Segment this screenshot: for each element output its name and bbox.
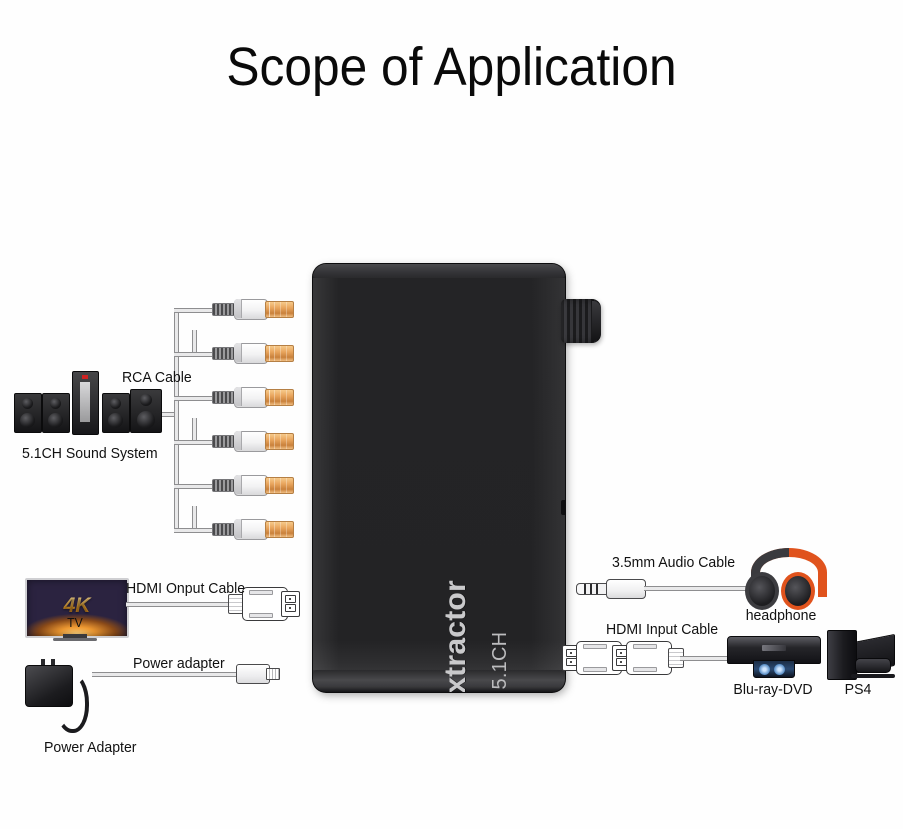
- hdmi-input-connector-second: [612, 640, 684, 675]
- device-left-sheen: [313, 278, 339, 670]
- rca-jog-wire: [192, 330, 197, 352]
- sound-system-label: 5.1CH Sound System: [22, 445, 158, 462]
- satellite-speaker: [14, 393, 42, 433]
- rca-cable-tree: [142, 295, 325, 545]
- ps4-controller: [855, 658, 891, 673]
- page-title: Scope of Application: [226, 37, 677, 97]
- power-adapter-brick: [25, 659, 97, 733]
- hdmi-audio-extractor-device: HDMI Audio Extractor Support 4K 3D 5.1CH: [313, 264, 565, 692]
- ps4-label: PS4: [844, 681, 872, 698]
- audio-wire: [644, 586, 754, 591]
- device-bottom-bevel: [313, 670, 565, 692]
- device-side-button[interactable]: [561, 500, 565, 515]
- rca-connector: [212, 475, 294, 496]
- dc-power-plug: [236, 664, 280, 684]
- tv-4k: 4K: [25, 578, 129, 644]
- device-right-sheen: [531, 278, 565, 670]
- device-brand-label: HDMI Audio Extractor: [439, 580, 473, 692]
- rca-branch-wire: [174, 396, 216, 401]
- rca-cable-label: RCA Cable: [122, 369, 192, 386]
- audio-cable-label: 3.5mm Audio Cable: [612, 554, 736, 571]
- satellite-speaker: [42, 393, 70, 433]
- speaker-system-51ch: [14, 371, 164, 435]
- power-adapter-cable-label: Power adapter: [133, 655, 225, 672]
- satellite-speaker: [130, 389, 162, 433]
- power-wire: [92, 672, 240, 677]
- rca-branch-wire: [174, 440, 216, 445]
- rca-connector: [212, 343, 294, 364]
- rca-jog-wire: [192, 418, 197, 440]
- ps4-tower: [827, 630, 857, 680]
- ac-prong: [41, 659, 45, 666]
- rca-spine-wire: [174, 308, 179, 528]
- rca-connector: [212, 299, 294, 320]
- headphone-earcup: [781, 572, 815, 610]
- tv-label: TV: [67, 615, 83, 630]
- ps4-console: [827, 630, 895, 682]
- hdmi-output-connector: [228, 586, 300, 621]
- bluray-disc-tray: [753, 660, 795, 678]
- rca-branch-wire: [174, 308, 216, 313]
- rca-branch-wire: [174, 528, 216, 533]
- rca-connector: [212, 431, 294, 452]
- ps4-base: [851, 674, 895, 678]
- bluray-body: [727, 636, 821, 664]
- rca-connector: [212, 519, 294, 540]
- headphone-device: [745, 548, 827, 610]
- tv-stand: [63, 634, 87, 639]
- headphone-label: headphone: [745, 607, 817, 624]
- rca-branch-wire: [174, 484, 216, 489]
- subwoofer-tower: [72, 371, 99, 435]
- audio-jack-35mm: [576, 578, 648, 599]
- rca-jog-wire: [192, 506, 197, 528]
- tv-4k-text: 4K: [27, 594, 127, 618]
- satellite-speaker: [102, 393, 130, 433]
- adapter-cable-coil: [55, 673, 89, 733]
- power-adapter-label: Power Adapter: [44, 739, 137, 756]
- tv-foot: [53, 638, 97, 641]
- bluray-dvd-player: [727, 636, 821, 678]
- headphone-earcup: [745, 572, 779, 610]
- device-top-bevel: [313, 264, 565, 278]
- hdmi-input-cable-label: HDMI Input Cable: [606, 621, 719, 638]
- rca-connector: [212, 387, 294, 408]
- hdmi-input-wire: [680, 656, 740, 661]
- device-support-label: Support 4K 3D 5.1CH: [489, 632, 512, 692]
- bluray-label: Blu-ray-DVD: [733, 681, 813, 698]
- rca-branch-wire: [174, 352, 216, 357]
- volume-knob[interactable]: [561, 299, 601, 343]
- hdmi-output-cable-label: HDMI Onput Cable: [126, 580, 246, 597]
- hdmi-output-wire: [126, 602, 231, 607]
- ac-prong: [51, 659, 55, 666]
